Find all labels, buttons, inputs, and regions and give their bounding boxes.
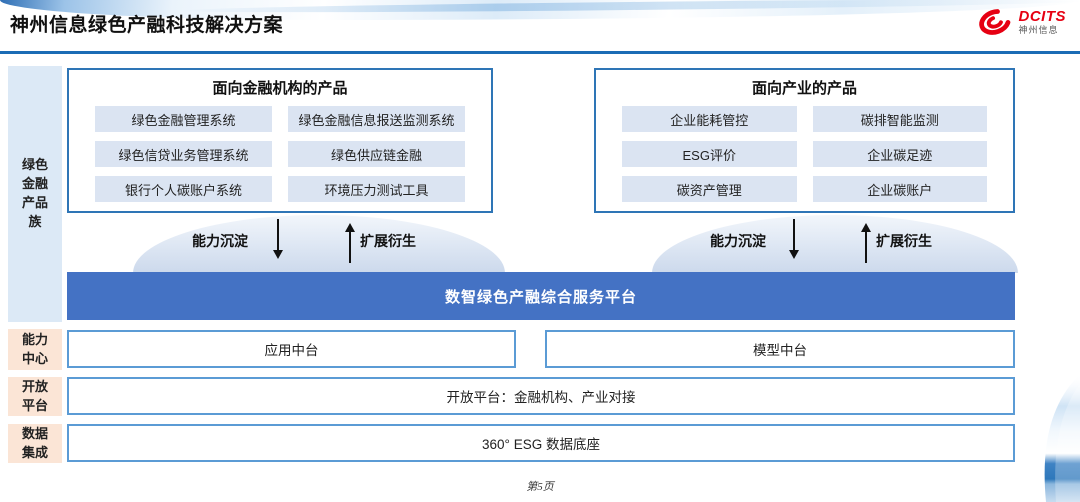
corner-swoosh-decoration [1044,374,1080,502]
group-title: 面向产业的产品 [751,80,857,97]
product-item: 企业碳足迹 [812,141,987,167]
app-middle-platform-box: 应用中台 [67,330,516,368]
esg-data-base-box: 360° ESG 数据底座 [67,424,1015,462]
arrow-up-icon [345,223,355,263]
flow-label-capability-settling: 能力沉淀 [710,233,766,249]
sidebar-green-finance-product-family: 绿色金融产品族 [8,66,62,322]
group-items-grid: 绿色金融管理系统 绿色金融信息报送监测系统 绿色信贷业务管理系统 绿色供应链金融… [69,106,491,202]
arrow-down-icon [273,219,283,259]
group-industry-products: 面向产业的产品 企业能耗管控 碳排智能监测 ESG评价 企业碳足迹 碳资产管理 … [594,68,1015,213]
sidebar-label: 能力中心 [22,331,49,366]
product-item: ESG评价 [622,141,797,167]
model-middle-platform-box: 模型中台 [545,330,1015,368]
product-item: 银行个人碳账户系统 [95,176,272,202]
group-financial-institution-products: 面向金融机构的产品 绿色金融管理系统 绿色金融信息报送监测系统 绿色信贷业务管理… [67,68,493,213]
product-item: 绿色信贷业务管理系统 [95,141,272,167]
product-item: 绿色金融管理系统 [95,106,272,132]
sidebar-capability-center: 能力中心 [8,329,62,370]
product-item: 绿色供应链金融 [288,141,465,167]
flow-label-expansion-derivation: 扩展衍生 [876,233,932,249]
product-item: 碳排智能监测 [812,106,987,132]
open-platform-box: 开放平台：金融机构、产业对接 [67,377,1015,415]
dcits-swoosh-icon [978,9,1011,35]
group-title: 面向金融机构的产品 [212,80,348,97]
sidebar-label: 数据集成 [22,425,49,460]
platform-banner: 数智绿色产融综合服务平台 [67,272,1015,320]
group-items-grid: 企业能耗管控 碳排智能监测 ESG评价 企业碳足迹 碳资产管理 企业碳账户 [596,106,1013,202]
dome-decoration-right [652,215,1018,273]
product-item: 企业能耗管控 [622,106,797,132]
sidebar-data-integration: 数据集成 [8,424,62,463]
logo-brand-text: DCITS [1018,8,1066,25]
logo-brand-cn: 神州信息 [1018,25,1059,35]
flow-label-expansion-derivation: 扩展衍生 [360,233,416,249]
sidebar-label: 绿色金融产品族 [22,157,49,229]
product-item: 企业碳账户 [812,176,987,202]
product-item: 碳资产管理 [622,176,797,202]
page-title: 神州信息绿色产融科技解决方案 [10,15,284,36]
sidebar-label: 开放平台 [22,378,49,413]
arrow-down-icon [789,219,799,259]
page-number: 第5页 [526,481,554,493]
flow-label-capability-settling: 能力沉淀 [192,233,248,249]
sidebar-open-platform: 开放平台 [8,377,62,416]
dcits-logo: DCITS 神州信息 [976,6,1067,38]
dome-decoration-left [133,215,505,273]
product-item: 环境压力测试工具 [288,176,465,202]
arrow-up-icon [861,223,871,263]
header-divider [0,51,1080,54]
product-item: 绿色金融信息报送监测系统 [288,106,465,132]
